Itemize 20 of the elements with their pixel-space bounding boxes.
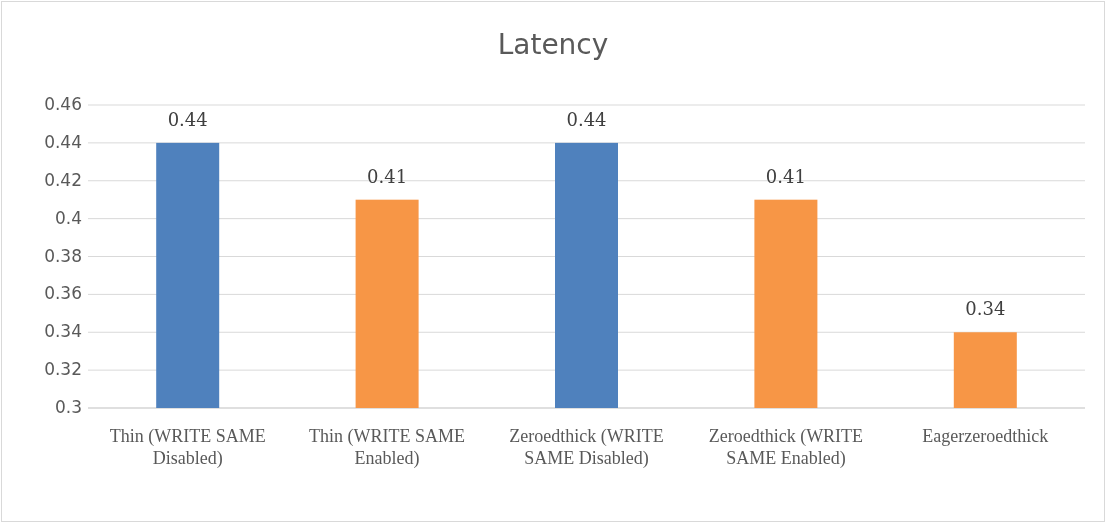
category-label: Eagerzeroedthick xyxy=(921,425,1050,447)
axis-tick-label: 0.4 xyxy=(53,207,82,228)
category-label: Thin (WRITE SAME Disabled) xyxy=(108,425,267,469)
axis-tick-label: 0.42 xyxy=(43,169,82,190)
data-label: 0.41 xyxy=(764,165,807,187)
axis-tick-label: 0.3 xyxy=(53,397,82,417)
data-label: 0.34 xyxy=(964,298,1007,320)
data-label: 0.44 xyxy=(166,108,209,130)
axis-tick-label: 0.34 xyxy=(43,321,82,342)
category-label: Thin (WRITE SAME Enabled) xyxy=(308,425,467,469)
data-label: 0.41 xyxy=(366,165,409,187)
axis-tick-label: 0.38 xyxy=(43,245,82,266)
axis-tick-label: 0.36 xyxy=(43,283,82,304)
category-label: Zeroedthick (WRITE SAME Disabled) xyxy=(508,425,665,469)
axis-tick-label: 0.32 xyxy=(43,359,82,380)
axis-tick-label: 0.44 xyxy=(43,131,82,152)
chart-title: Latency xyxy=(496,28,610,61)
data-label: 0.44 xyxy=(565,108,608,130)
category-label: Zeroedthick (WRITE SAME Enabled) xyxy=(707,425,865,469)
axis-tick-label: 0.46 xyxy=(43,94,82,114)
